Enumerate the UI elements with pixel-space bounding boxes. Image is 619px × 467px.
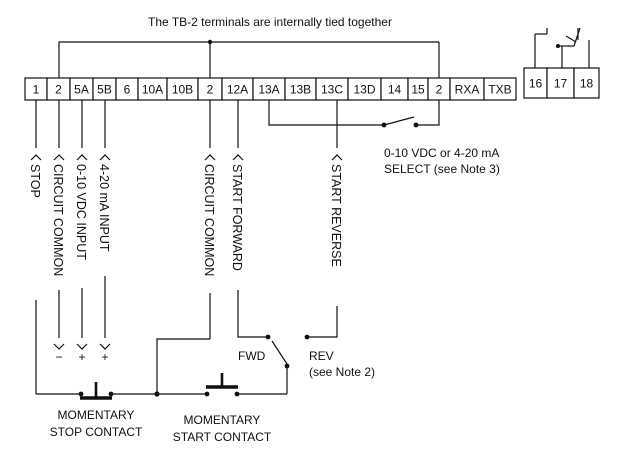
- select-note-line2: SELECT (see Note 3): [384, 162, 500, 176]
- start-contact-line1: MOMENTARY: [184, 413, 261, 427]
- tb2-tie-bus: [58, 39, 440, 78]
- wire-start-reverse: [307, 100, 343, 338]
- wire-stop: [30, 100, 42, 394]
- label-circuit-common-2: CIRCUIT COMMON: [202, 164, 216, 276]
- start-contact-line2: START CONTACT: [173, 430, 272, 444]
- fwd-rev-switch: [265, 334, 310, 394]
- terminal-label: TXB: [488, 83, 511, 97]
- terminal-label: 10A: [142, 83, 163, 97]
- terminal-label: 13C: [321, 83, 343, 97]
- select-switch: [268, 100, 440, 128]
- wire-circuit-common: [53, 100, 65, 350]
- wire-ma-input: [99, 100, 111, 350]
- polarity-minus: −: [55, 350, 62, 364]
- relay-terminal-box-2: [573, 67, 600, 99]
- label-circuit-common: CIRCUIT COMMON: [51, 164, 65, 276]
- terminal-strip-main: 1 2 5A 5B 6 10A 10B 2 12A 13A 13B 13C 13D 14 15 2 RXA TXB: [24, 77, 517, 101]
- terminal-label: 13A: [258, 83, 279, 97]
- label-vdc-input: 0-10 VDC INPUT: [74, 164, 88, 260]
- terminal-label: RXA: [455, 83, 480, 97]
- bottom-contact-loop: [36, 391, 287, 397]
- terminal-label: 13B: [290, 83, 311, 97]
- header-note: The TB-2 terminals are internally tied t…: [148, 15, 392, 29]
- polarity-plus-2: +: [101, 350, 108, 364]
- terminal-label: 6: [124, 83, 131, 97]
- relay-terminal-label: 18: [580, 77, 594, 91]
- terminal-label: 14: [388, 83, 402, 97]
- label-rev: REV: [309, 349, 334, 363]
- wire-circuit-common-2: [156, 100, 216, 394]
- terminal-label: 15: [411, 83, 425, 97]
- terminal-label: 1: [33, 83, 40, 97]
- relay-terminal-label: 17: [554, 77, 568, 91]
- label-ma-input: 4-20 mA INPUT: [97, 164, 111, 252]
- label-start-forward: START FORWARD: [230, 164, 244, 271]
- wire-start-forward: [232, 100, 268, 338]
- label-start-reverse: START REVERSE: [329, 164, 343, 267]
- terminal-box-17: [483, 77, 517, 101]
- terminal-strip-relay: 16 17 18: [523, 67, 600, 99]
- momentary-stop-contact: [80, 382, 112, 400]
- terminal-label: 5B: [97, 83, 112, 97]
- terminal-label: 13D: [353, 83, 375, 97]
- label-rev-note: (see Note 2): [309, 365, 375, 379]
- momentary-start-contact: [206, 373, 238, 389]
- wire-vdc-input: [76, 100, 88, 350]
- terminal-label: 12A: [227, 83, 248, 97]
- select-note-line1: 0-10 VDC or 4-20 mA: [384, 146, 499, 160]
- stop-contact-line1: MOMENTARY: [58, 408, 135, 422]
- polarity-plus-1: +: [78, 350, 85, 364]
- terminal-label: 2: [436, 83, 443, 97]
- terminal-label: 5A: [74, 83, 89, 97]
- terminal-label: 2: [207, 83, 214, 97]
- label-stop: STOP: [28, 164, 42, 198]
- terminal-label: 10B: [172, 83, 193, 97]
- label-fwd: FWD: [238, 349, 266, 363]
- relay-terminal-label: 16: [529, 77, 543, 91]
- stop-contact-line2: STOP CONTACT: [50, 425, 143, 439]
- terminal-label: 2: [55, 83, 62, 97]
